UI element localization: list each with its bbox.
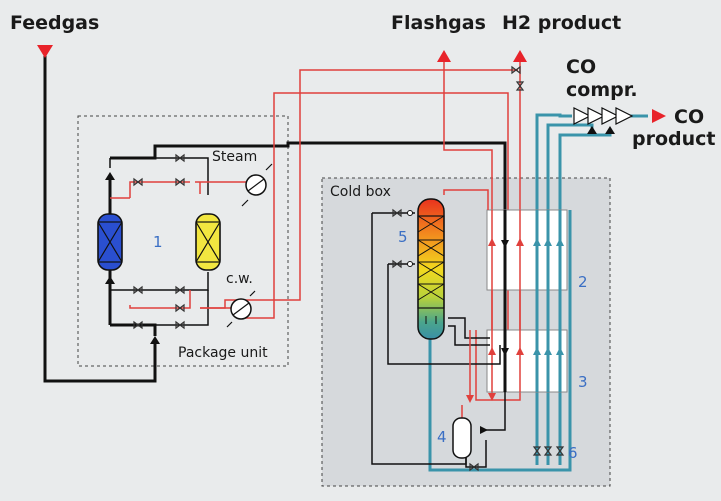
- cw-label: c.w.: [226, 271, 253, 287]
- feedgas-line: [43, 48, 157, 383]
- co-compr-label-1: CO: [566, 56, 596, 78]
- h2-product-arrow-icon: [513, 50, 527, 62]
- flow-arrow-icon: [480, 426, 488, 434]
- feed-inlet-arrow-icon: [150, 336, 160, 344]
- co-product-label-1: CO: [674, 106, 704, 128]
- unit-number-2: 2: [578, 273, 588, 291]
- h2-product-label: H2 product: [502, 12, 621, 34]
- flow-arrow-icon: [105, 172, 115, 180]
- flow-arrow-icon: [466, 395, 474, 403]
- adsorber-blue: [97, 213, 123, 271]
- co-compressor-icon: [573, 107, 634, 125]
- feedgas-arrow-icon: [37, 45, 53, 58]
- steam-label: Steam: [212, 149, 257, 165]
- co-product-label-2: product: [632, 128, 716, 150]
- h2-valve-icon: [515, 81, 525, 91]
- cw-cooler-icon: [226, 290, 256, 328]
- flow-arrow-icon: [605, 126, 615, 134]
- steam-heater-icon: [241, 163, 273, 207]
- flow-arrow-icon: [105, 276, 115, 284]
- cold-box-label: Cold box: [330, 184, 391, 200]
- separator-4: [452, 417, 472, 459]
- unit-number-5: 5: [398, 228, 408, 246]
- unit-number-1: 1: [153, 233, 163, 251]
- flashgas-label: Flashgas: [391, 12, 486, 34]
- flashgas-arrow-icon: [437, 50, 451, 62]
- unit-number-4: 4: [437, 428, 447, 446]
- exchanger-arrows: [488, 238, 564, 356]
- flow-arrow-icon: [488, 393, 496, 401]
- package-unit-label: Package unit: [178, 345, 268, 361]
- flow-arrow-icon: [587, 126, 597, 134]
- coldbox-red-piping: [443, 189, 489, 418]
- coldbox-inlet-circles: [407, 210, 413, 267]
- adsorber-yellow: [195, 213, 221, 271]
- feedgas-label: Feedgas: [10, 12, 99, 34]
- co-product-arrow-icon: [652, 109, 666, 123]
- unit-number-3: 3: [578, 373, 588, 391]
- coldbox-valves: [392, 208, 479, 472]
- valves-6: [532, 446, 565, 456]
- h2-valve-icon: [511, 65, 521, 75]
- unit-number-6: 6: [568, 444, 578, 462]
- co-compr-label-2: compr.: [566, 79, 638, 101]
- package-unit-box: [77, 115, 289, 367]
- heat-exchanger-3: [486, 329, 568, 393]
- column-5: [417, 198, 445, 340]
- heat-exchanger-2: [486, 209, 568, 291]
- valves-package: [133, 153, 185, 330]
